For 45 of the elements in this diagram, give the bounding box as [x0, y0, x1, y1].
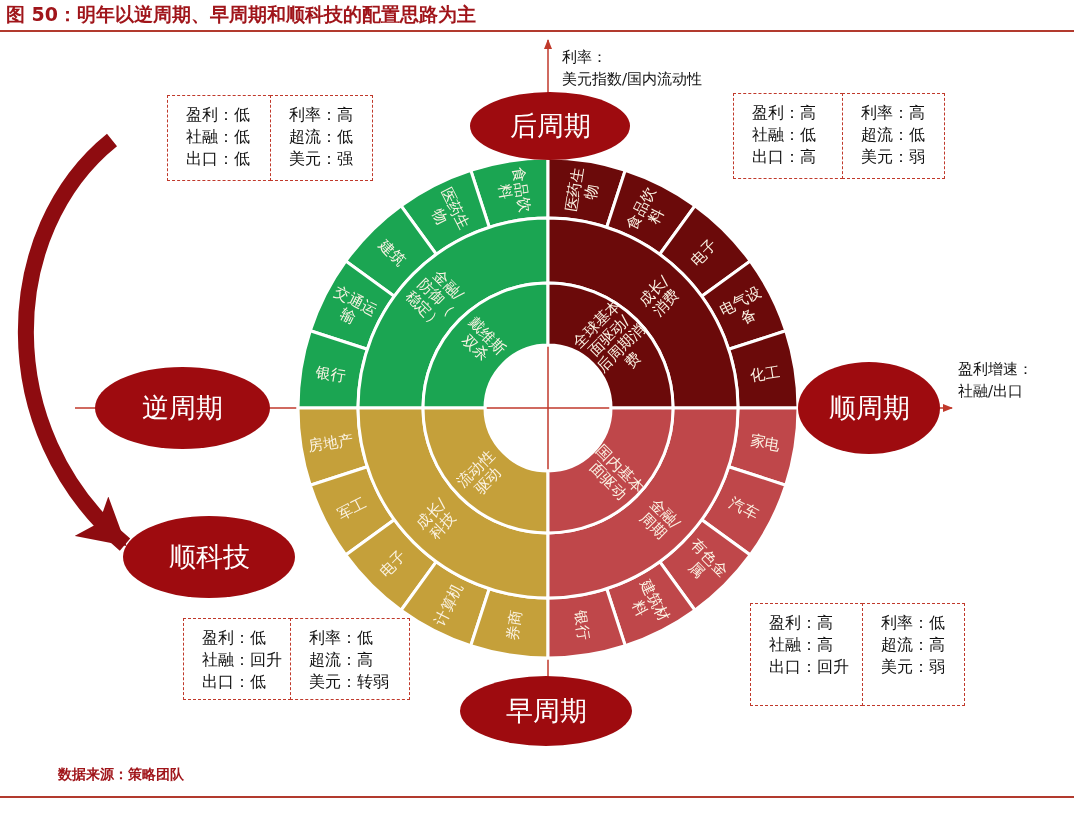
- indicator-panel: [733, 93, 843, 179]
- indicator-panel: [290, 618, 410, 700]
- indicator-text: 美元：弱: [861, 146, 926, 168]
- indicator-panel: [842, 93, 945, 179]
- curved-arrow: [17, 134, 131, 551]
- indicator-text: 利率：高: [289, 104, 354, 126]
- title: 图 50：明年以逆周期、早周期和顺科技的配置思路为主: [6, 2, 477, 27]
- axis-label: 盈利增速：: [958, 360, 1033, 379]
- indicator-text: 社融：高: [769, 634, 834, 656]
- source-note: 数据来源：策略团队: [58, 766, 184, 784]
- indicator-panel: [167, 95, 271, 181]
- indicator-text: 利率：高: [861, 102, 926, 124]
- indicator-text: 美元：弱: [881, 656, 946, 678]
- indicator-text: 出口：回升: [769, 656, 850, 678]
- indicator-text: 美元：转弱: [309, 671, 390, 693]
- phase-ellipse: 顺周期: [798, 362, 940, 454]
- indicator-text: 社融：低: [186, 126, 251, 148]
- axis-label: 社融/出口: [958, 382, 1024, 401]
- indicator-text: 盈利：高: [769, 612, 834, 634]
- phase-ellipse: 早周期: [460, 676, 632, 746]
- axis-label: 美元指数/国内流动性: [562, 70, 703, 89]
- indicator-text: 超流：高: [309, 649, 374, 671]
- indicator-text: 美元：强: [289, 148, 354, 170]
- indicator-text: 出口：低: [186, 148, 251, 170]
- phase-ellipse: 逆周期: [95, 367, 270, 449]
- indicator-text: 超流：低: [289, 126, 354, 148]
- phase-ellipse: 顺科技: [123, 516, 295, 598]
- indicator-text: 出口：低: [202, 671, 267, 693]
- indicator-text: 社融：低: [752, 124, 817, 146]
- indicator-text: 社融：回升: [202, 649, 283, 671]
- indicator-text: 盈利：低: [202, 627, 267, 649]
- indicator-panel: [862, 603, 965, 706]
- phase-ellipse: 后周期: [470, 92, 630, 160]
- indicator-text: 盈利：高: [752, 102, 817, 124]
- indicator-panel: [183, 618, 291, 700]
- indicator-panel: [270, 95, 373, 181]
- indicator-text: 超流：低: [861, 124, 926, 146]
- indicator-text: 出口：高: [752, 146, 817, 168]
- axis-label: 利率：: [562, 48, 607, 67]
- indicator-text: 利率：低: [309, 627, 374, 649]
- indicator-panel: [750, 603, 863, 706]
- indicator-text: 利率：低: [881, 612, 946, 634]
- ring-segment: 银行: [546, 587, 627, 660]
- indicator-text: 盈利：低: [186, 104, 251, 126]
- indicator-text: 超流：高: [881, 634, 946, 656]
